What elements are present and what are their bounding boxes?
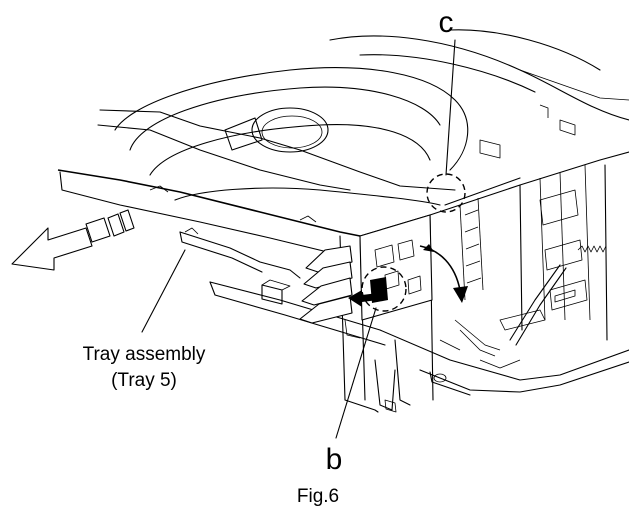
- pad-stack: [299, 245, 361, 339]
- removal-direction-arrow: [11, 209, 135, 271]
- tray-label-line2: (Tray 5): [111, 370, 177, 391]
- leader-line-b: [335, 307, 377, 439]
- latch-block: [359, 214, 433, 321]
- upper-body-outline: [329, 29, 629, 159]
- callout-circle-c: [426, 173, 466, 213]
- leader-line-c: [445, 39, 456, 176]
- rotation-arrow: [419, 244, 468, 303]
- callout-circle-b: [361, 266, 407, 312]
- callout-label-c: c: [439, 6, 454, 39]
- figure-caption: Fig.6: [297, 486, 339, 507]
- tray-label-line1: Tray assembly: [83, 344, 206, 365]
- callout-label-b: b: [326, 443, 343, 476]
- leader-line-tray: [141, 249, 186, 333]
- tray-plate: [57, 109, 456, 305]
- latch-pull-arrow: [348, 290, 378, 307]
- paper-guide-cover: [114, 67, 469, 206]
